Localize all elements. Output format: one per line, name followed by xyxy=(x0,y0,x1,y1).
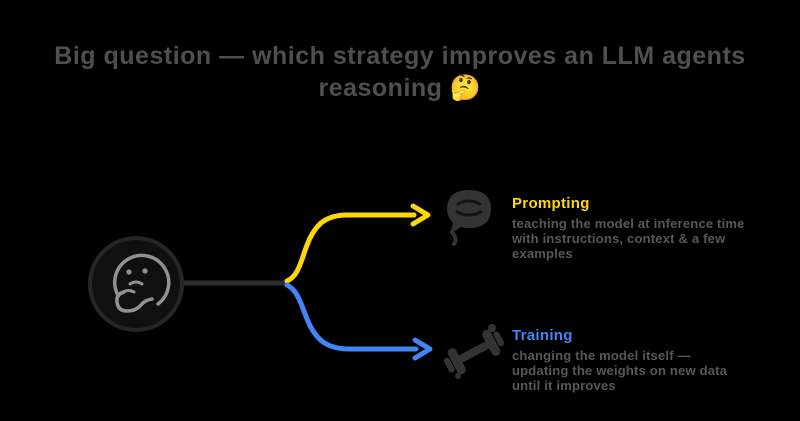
title-line-1: Big question — which strategy improves a… xyxy=(54,42,746,70)
training-label: Training xyxy=(512,327,573,344)
prompting-branch-line xyxy=(284,212,417,284)
training-branch-line xyxy=(284,282,419,352)
dumbbell-icon xyxy=(442,318,506,391)
training-description: changing the model itself — updating the… xyxy=(512,348,728,393)
thinking-face-icon xyxy=(86,234,186,339)
prompting-label: Prompting xyxy=(512,195,590,212)
prompting-description: teaching the model at inference time wit… xyxy=(512,216,745,261)
speech-bubble-icon xyxy=(438,184,500,253)
prompting-arrowhead-icon xyxy=(410,203,431,227)
training-arrowhead-icon xyxy=(412,337,433,361)
title-line-2: reasoning 🤔 xyxy=(318,74,482,102)
page-title: Big question — which strategy improves a… xyxy=(0,40,800,104)
